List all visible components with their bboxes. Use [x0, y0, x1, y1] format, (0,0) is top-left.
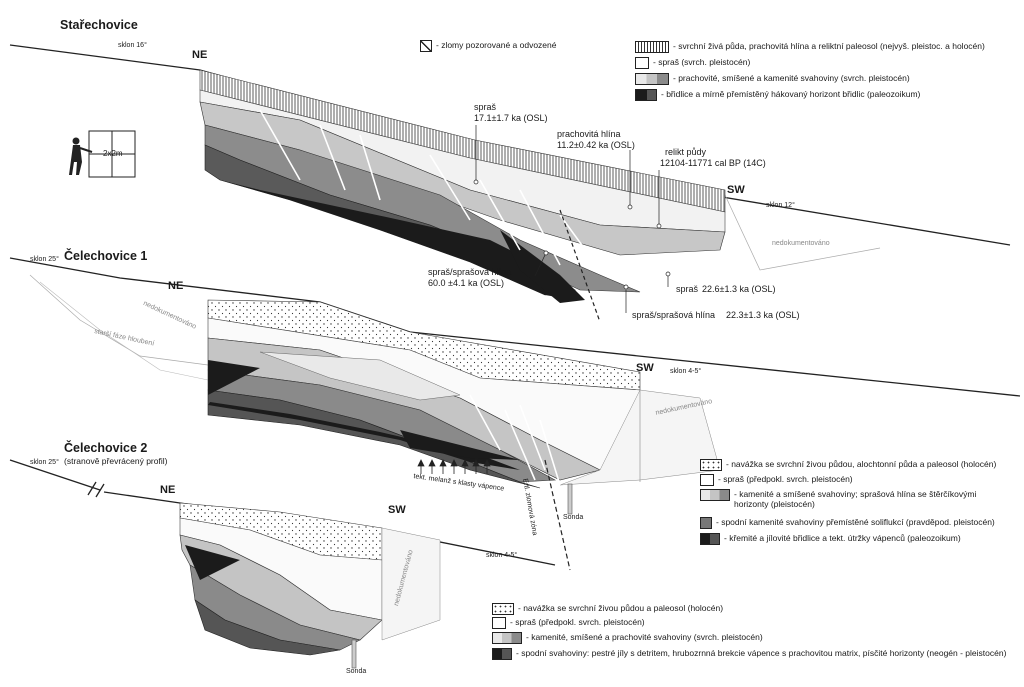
legend-swatch-siliceous	[700, 533, 720, 545]
section1-undocumented: nedokumentováno	[772, 240, 830, 247]
legend-swatch-loess2	[700, 474, 714, 486]
section2-slope-left: sklon 25°	[30, 256, 59, 263]
section2-profile	[9, 257, 1021, 571]
legend-swatch-slope	[635, 73, 669, 85]
section2-sonda: Sonda	[563, 514, 584, 521]
legend-swatch-slope3	[492, 632, 522, 644]
section3-slope-right: sklon 4-5°	[486, 552, 518, 559]
section1-ne-label: NE	[192, 49, 208, 61]
legend-swatch-madeground3	[492, 603, 514, 615]
date-1-value: 17.1±1.7 ka (OSL)	[474, 113, 548, 123]
date-4-value: 60.0 ±4.1 ka (OSL)	[428, 278, 504, 288]
section1-slope-right: sklon 12°	[766, 202, 795, 209]
legend-swatch-loess3	[492, 617, 506, 629]
fault-legend: - zlomy pozorované a odvozené	[420, 40, 557, 52]
section3-sw-label: SW	[388, 504, 406, 516]
section1-title: Stařechovice	[60, 18, 138, 32]
legend-swatch-mixed	[700, 489, 730, 501]
fault-swatch	[420, 40, 432, 52]
date-6-label: spraš/sprašová hlína	[632, 310, 716, 320]
date-6-value: 22.3±1.3 ka (OSL)	[726, 310, 800, 320]
section2-slope-right: sklon 4-5°	[670, 368, 702, 375]
legend-swatch-topsoil	[635, 41, 669, 53]
date-2-label: prachovitá hlína	[557, 129, 621, 139]
section2-ne-label: NE	[168, 280, 184, 292]
section1-profile	[9, 44, 1011, 323]
legend-swatch-madeground	[700, 459, 722, 471]
legend-swatch-solifluction	[700, 517, 712, 529]
section3-subtitle: (stranově převrácený profil)	[64, 456, 168, 466]
date-5-label: spraš	[676, 284, 699, 294]
section3-slope-left: sklon 25°	[30, 459, 59, 466]
date-3-label: relikt půdy	[665, 147, 707, 157]
date-1-label: spraš	[474, 102, 497, 112]
section3-ne-label: NE	[160, 484, 176, 496]
section3-title: Čelechovice 2	[64, 441, 148, 455]
scale-person-icon	[69, 130, 136, 178]
section1-slope-left: sklon 16°	[118, 42, 147, 49]
date-3-value: 12104-11771 cal BP (14C)	[660, 158, 766, 168]
legend-swatch-loess	[635, 57, 649, 69]
date-2-value: 11.2±0.42 ka (OSL)	[557, 140, 635, 150]
section1-sw-label: SW	[727, 184, 745, 196]
legend-swatch-shale	[635, 89, 657, 101]
section3-sonda: Sonda	[346, 668, 367, 675]
date-5-value: 22.6±1.3 ka (OSL)	[702, 284, 776, 294]
date-4-label: spraš/sprašová hlína	[428, 267, 512, 277]
section2-sw-label: SW	[636, 362, 654, 374]
scale-label: 2x2m	[103, 149, 123, 158]
section3-profile	[9, 459, 556, 669]
section2-title: Čelechovice 1	[64, 249, 148, 263]
legend-swatch-lower3	[492, 648, 512, 660]
